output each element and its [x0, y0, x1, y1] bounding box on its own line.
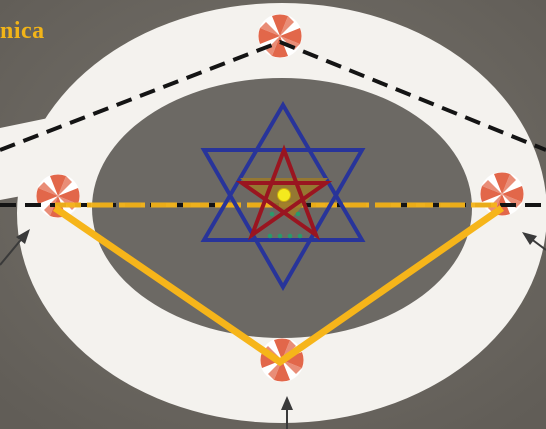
marker-top-icon [258, 14, 302, 58]
caption-text: nica [0, 18, 45, 45]
center-dot-icon [278, 189, 291, 202]
